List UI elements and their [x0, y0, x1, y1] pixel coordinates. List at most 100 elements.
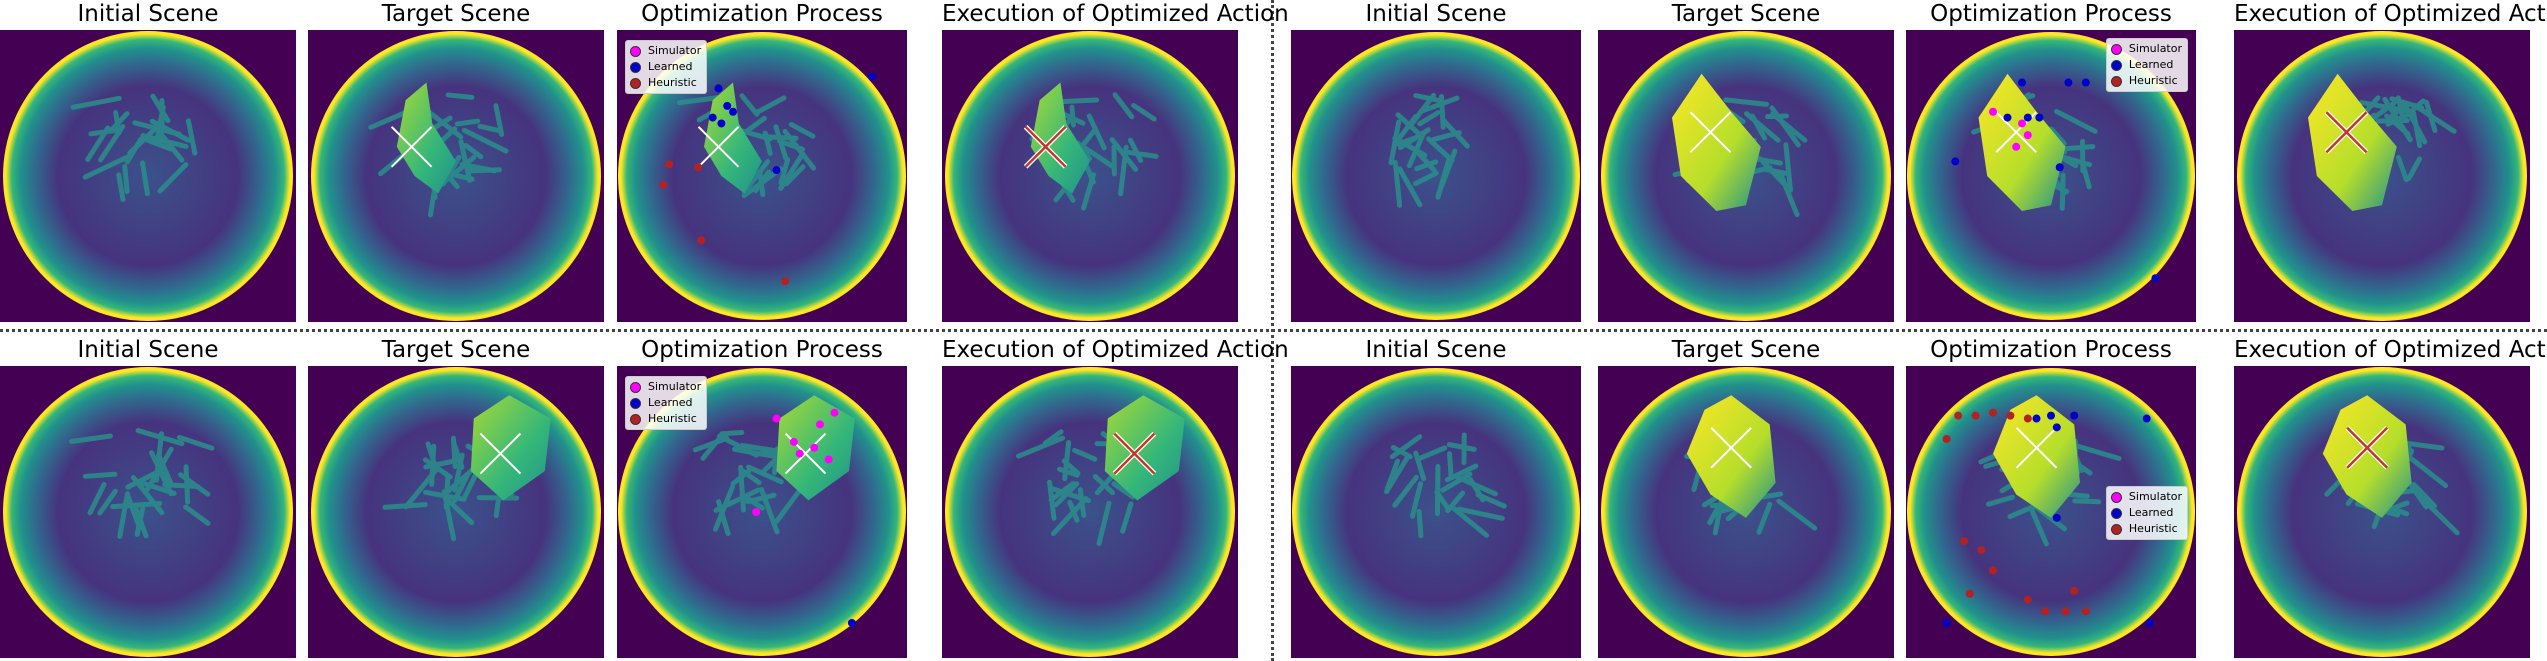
heuristic-sample	[2070, 586, 2079, 595]
legend-marker-simulator	[630, 45, 641, 57]
target-cross	[697, 126, 740, 168]
target-cross	[1710, 427, 1752, 469]
panel-title: Execution of Optimized Action	[2234, 337, 2547, 363]
learned-sample	[2018, 78, 2026, 87]
simulator-sample	[824, 455, 833, 464]
panel-target: Target Scene	[1598, 0, 1894, 322]
legend-label-heuristic: Heuristic	[2128, 74, 2178, 87]
simulator-sample	[789, 437, 798, 446]
legend-marker-learned	[2110, 59, 2122, 71]
legend-label-simulator: Simulator	[648, 44, 702, 57]
target-region	[396, 82, 456, 194]
panel-target: Target Scene	[308, 0, 604, 322]
panel-title: Target Scene	[381, 337, 531, 363]
legend-marker-heuristic	[2110, 523, 2122, 535]
learned-sample	[2047, 411, 2055, 420]
legend-label-learned: Learned	[648, 60, 693, 73]
learned-sample	[2032, 414, 2041, 423]
heuristic-sample	[1989, 566, 1997, 575]
heuristic-sample	[1971, 411, 1980, 420]
dish-circle	[3, 367, 293, 657]
heuristic-sample	[1942, 435, 1951, 443]
panel-title: Execution of Optimized Action	[942, 1, 1289, 27]
legend-item-heuristic: Heuristic	[630, 75, 701, 91]
legend-label-simulator: Simulator	[2128, 490, 2182, 503]
learned-sample	[2145, 618, 2154, 627]
panel-title: Optimization Process	[641, 1, 883, 27]
learned-sample	[708, 113, 717, 122]
learned-sample	[1942, 618, 1951, 627]
learned-sample	[2055, 163, 2064, 172]
legend-marker-heuristic	[2110, 75, 2122, 87]
learned-sample	[2003, 113, 2012, 122]
heuristic-sample	[2041, 607, 2050, 616]
panel-initial: Initial Scene	[0, 336, 296, 658]
learned-sample	[729, 107, 737, 116]
legend-item-simulator: Simulator	[630, 379, 701, 395]
target-cross	[1112, 431, 1157, 476]
panel-title: Target Scene	[1671, 337, 1821, 363]
panel-execution: Execution of Optimized Action	[2234, 0, 2547, 322]
simulator-sample	[2018, 119, 2026, 128]
target-region	[2322, 395, 2412, 518]
learned-sample	[714, 84, 723, 93]
simulator-sample	[1989, 107, 1997, 116]
learned-sample	[717, 119, 726, 128]
learned-sample	[847, 618, 856, 627]
dish-circle	[3, 31, 293, 321]
heuristic-sample	[1960, 537, 1968, 546]
legend-label-heuristic: Heuristic	[2128, 522, 2178, 535]
panel-title: Execution of Optimized Action	[942, 337, 1289, 363]
granular-mat	[70, 93, 198, 202]
panel-title: Initial Scene	[77, 1, 219, 27]
scene-plot	[942, 30, 1238, 322]
legend-marker-simulator	[2110, 43, 2122, 55]
heuristic-sample	[665, 160, 674, 169]
legend-marker-simulator	[2110, 491, 2122, 503]
simulator-sample	[830, 408, 839, 417]
legend-label-learned: Learned	[2128, 58, 2174, 71]
learned-sample	[2023, 113, 2032, 122]
scene-plot	[308, 30, 604, 322]
simulator-sample	[2023, 131, 2032, 140]
legend-item-learned: Learned	[630, 59, 701, 75]
granular-mat	[692, 429, 844, 537]
legend-marker-learned	[630, 397, 641, 409]
target-region	[1978, 73, 2066, 212]
panel-title: Optimization Process	[641, 337, 883, 363]
learned-sample	[772, 166, 781, 175]
target-region	[2308, 73, 2397, 212]
granular-mat	[1384, 432, 1507, 539]
granular-mat	[1015, 429, 1144, 546]
dish-circle	[311, 367, 601, 657]
legend-item-heuristic: Heuristic	[2110, 521, 2182, 537]
heuristic-sample	[697, 236, 706, 245]
legend-marker-simulator	[630, 381, 641, 393]
heuristic-sample	[781, 277, 790, 286]
heuristic-sample	[2061, 607, 2070, 616]
legend-item-heuristic: Heuristic	[2110, 73, 2182, 89]
learned-sample	[1951, 157, 1960, 166]
panel-title: Optimization Process	[1930, 337, 2172, 363]
target-region	[470, 395, 551, 501]
legend-label-simulator: Simulator	[648, 380, 702, 393]
simulator-sample	[795, 449, 804, 458]
legend-item-simulator: Simulator	[2110, 41, 2182, 57]
target-cross	[2345, 425, 2389, 470]
heuristic-sample	[2006, 411, 2015, 420]
simulator-sample	[772, 414, 781, 423]
panel-initial: Initial Scene	[1291, 0, 1581, 322]
target-cross	[2324, 110, 2369, 154]
horizontal-divider	[0, 329, 2547, 332]
panel-execution: Execution of Optimized Action	[942, 336, 1289, 658]
panel-title: Optimization Process	[1930, 1, 2172, 27]
panel-target: Target Scene	[1598, 336, 1894, 658]
legend-label-simulator: Simulator	[2128, 42, 2182, 55]
heuristic-sample	[2023, 414, 2032, 423]
learned-sample	[2081, 78, 2090, 87]
